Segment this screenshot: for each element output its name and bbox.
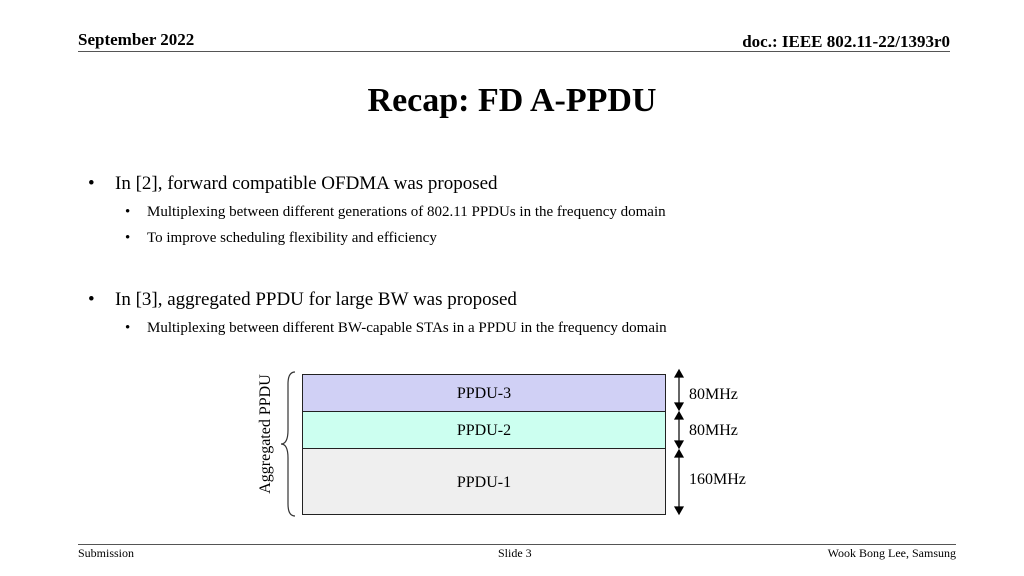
bandwidth-label: 80MHz [689,386,738,403]
arrow-down-icon [673,506,685,516]
footer-slide-number: Slide 3 [498,546,532,560]
bullet-dot-icon: • [125,320,131,336]
bandwidth-label: 80MHz [689,422,738,439]
arrow-up-icon [673,410,685,420]
footer-submission: Submission [78,546,135,560]
bullet-dot-icon: • [125,204,131,220]
arrow-down-icon [673,402,685,412]
bullet-text: In [2], forward compatible OFDMA was pro… [115,173,498,194]
header-doc-id: doc.: IEEE 802.11-22/1393r0 [742,32,950,51]
bullet-text: In [3], aggregated PPDU for large BW was… [115,289,517,310]
sub-bullet-text: Multiplexing between different BW-capabl… [147,320,667,336]
bullet-dot-icon: • [125,230,131,246]
brace-label: Aggregated PPDU [257,374,274,494]
footer-divider [78,544,956,545]
bandwidth-arrows [673,368,685,516]
ppdu-band-3: PPDU-3 [302,374,666,412]
band-label: PPDU-2 [456,422,512,439]
sub-bullet-text: Multiplexing between different generatio… [147,204,666,220]
sub-bullet-text: To improve scheduling flexibility and ef… [147,230,437,246]
band-label: PPDU-1 [456,474,512,491]
slide-title: Recap: FD A-PPDU [367,82,657,119]
header-divider [78,51,950,52]
band-label: PPDU-3 [456,385,512,402]
arrow-up-icon [673,368,685,378]
ppdu-band-1: PPDU-1 [302,448,666,515]
arrow-up-icon [673,448,685,458]
arrow-down-icon [673,440,685,450]
curly-brace-icon [280,371,296,517]
bullet-dot-icon: • [88,289,95,310]
footer-author: Wook Bong Lee, Samsung [827,546,956,560]
bullet-dot-icon: • [88,173,95,194]
bandwidth-label: 160MHz [689,471,746,488]
header-date: September 2022 [78,30,195,49]
ppdu-band-2: PPDU-2 [302,411,666,449]
